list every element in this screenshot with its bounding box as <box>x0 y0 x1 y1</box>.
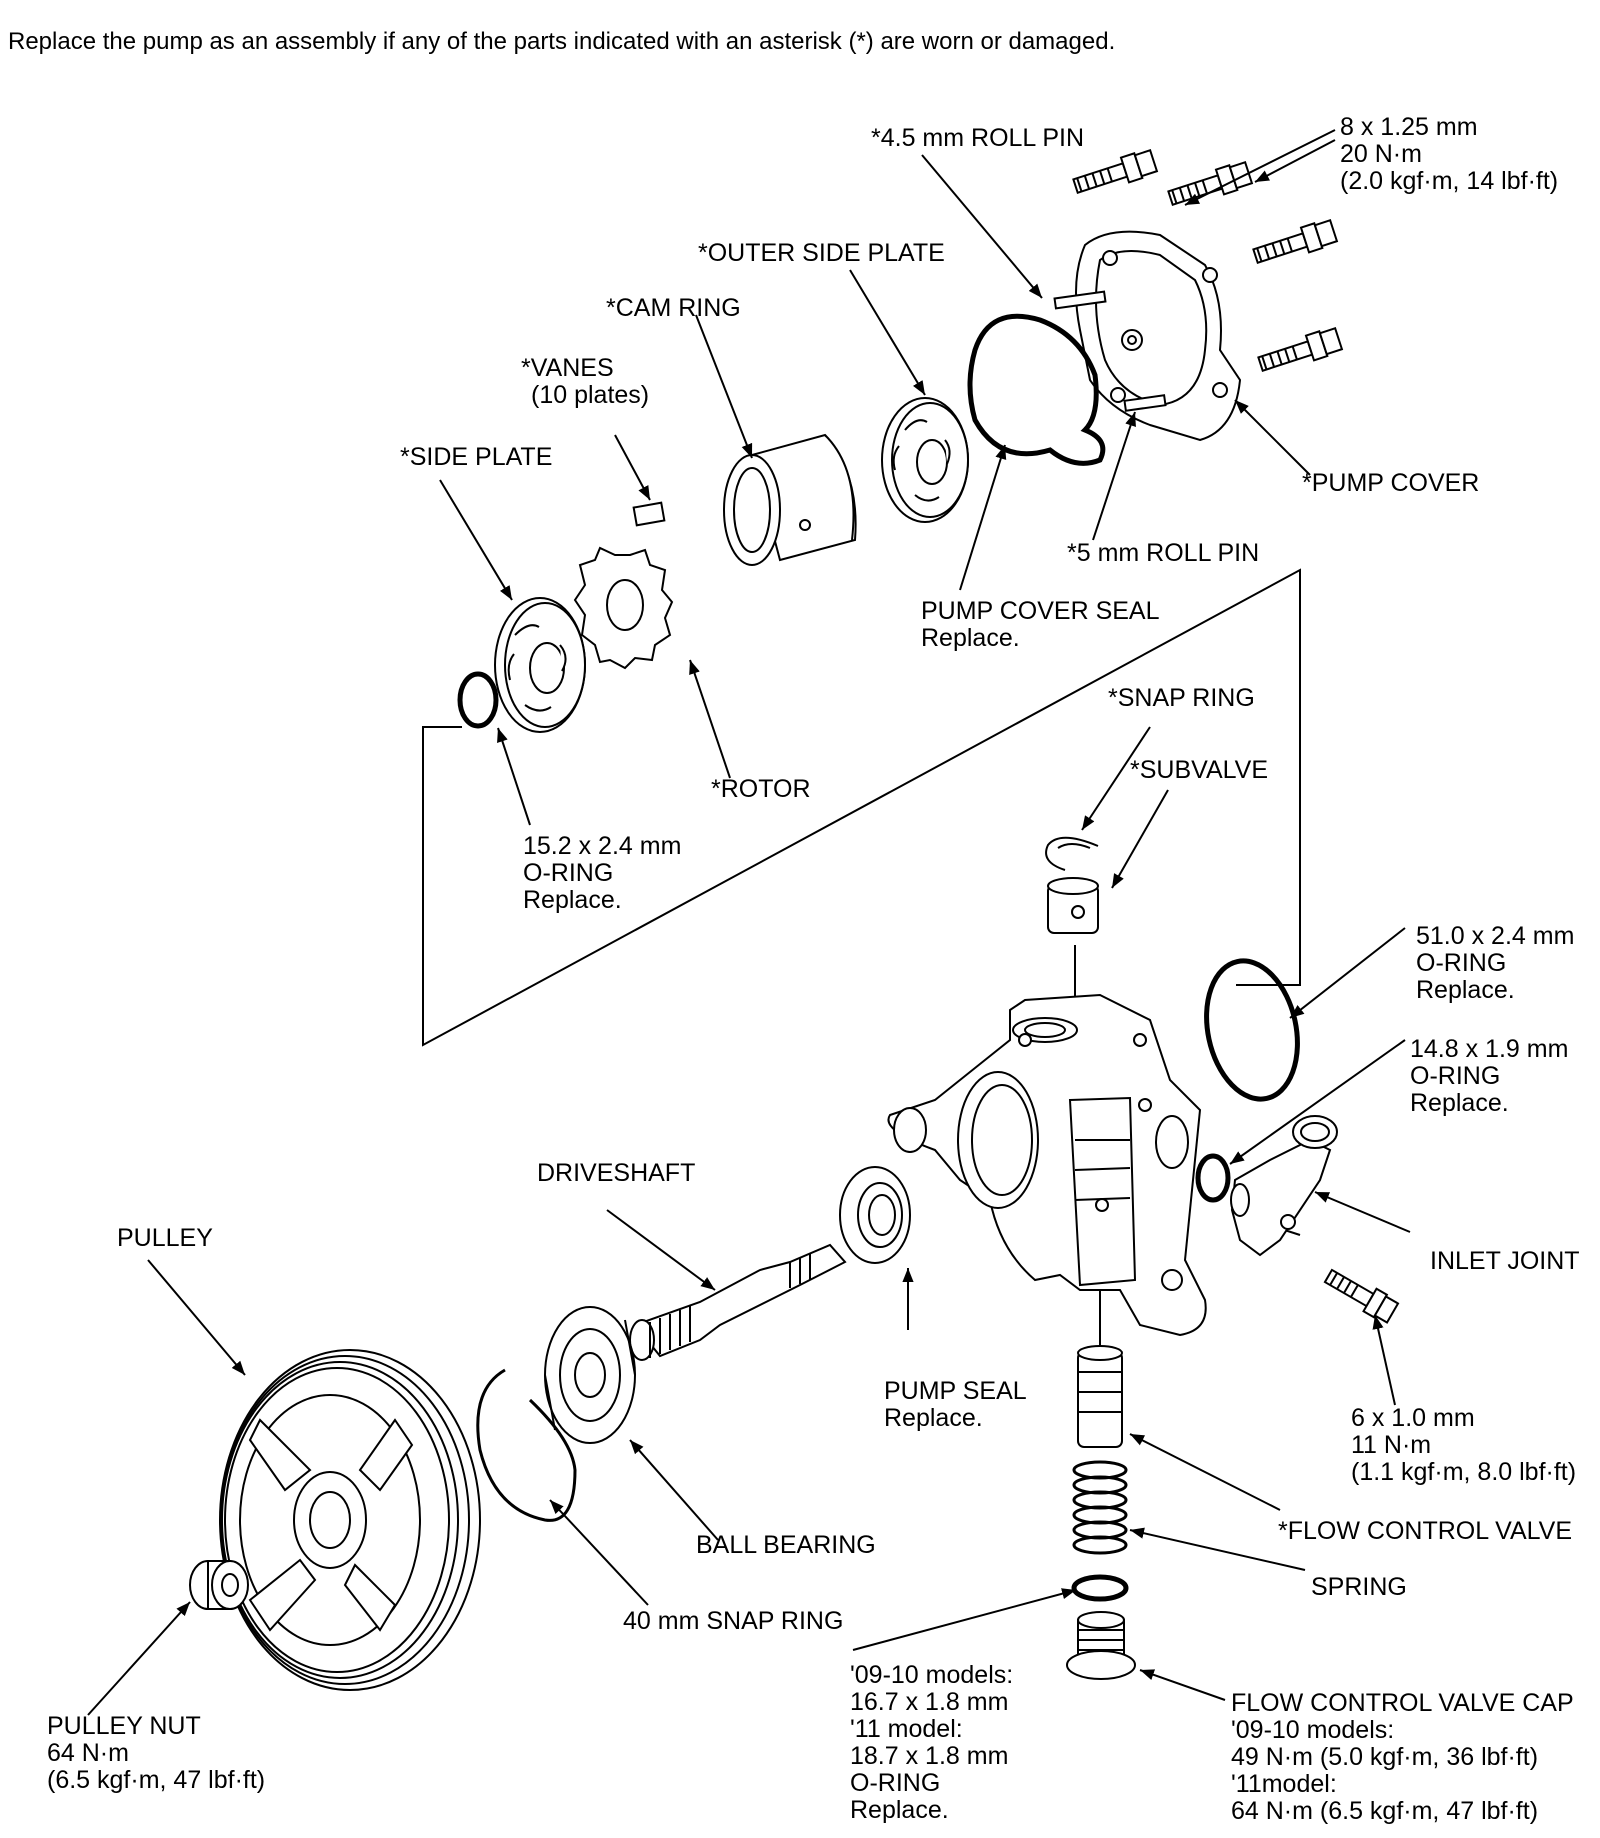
label-subvalve: *SUBVALVE <box>1130 756 1269 784</box>
label-fcv-cap-line-1: FLOW CONTROL VALVE CAP <box>1231 1689 1574 1717</box>
label-oring-51-0-line-1: 51.0 x 2.4 mm <box>1416 922 1575 950</box>
label-pump-cover-seal-line-1: PUMP COVER SEAL <box>921 597 1160 625</box>
snap-ring-40 <box>476 1368 577 1522</box>
label-bolt-8: 8 x 1.25 mm 20 N·m (2.0 kgf·m, 14 lbf·ft… <box>1340 114 1558 195</box>
label-side-plate: *SIDE PLATE <box>400 443 553 471</box>
label-bolt-8-line-1: 8 x 1.25 mm <box>1340 113 1478 141</box>
label-pulley: PULLEY <box>117 1224 213 1252</box>
label-pump-cover-seal-line-2: Replace. <box>921 624 1020 652</box>
label-fcv-oring-line-1: '09-10 models: <box>850 1661 1014 1689</box>
header-note: Replace the pump as an assembly if any o… <box>8 28 1116 55</box>
subvalve <box>1047 877 1099 934</box>
label-oring-15-2-line-2: O-RING <box>523 859 614 887</box>
ball-bearing <box>544 1306 636 1444</box>
label-vanes: *VANES (10 plates) <box>521 355 649 409</box>
side-plate <box>494 597 586 733</box>
oring-14-8 <box>1195 1153 1231 1203</box>
label-pump-seal-line-2: Replace. <box>884 1404 983 1432</box>
label-spring: SPRING <box>1311 1573 1407 1601</box>
pulley <box>219 1349 481 1691</box>
label-oring-14-8-line-2: O-RING <box>1410 1062 1501 1090</box>
label-flow-control-valve: *FLOW CONTROL VALVE <box>1278 1517 1573 1545</box>
pump-seal <box>839 1166 911 1264</box>
rotor <box>573 546 674 670</box>
label-pulley-nut-line-2: 64 N·m <box>47 1739 129 1767</box>
label-fcv-cap-line-3: 49 N·m (5.0 kgf·m, 36 lbf·ft) <box>1231 1743 1539 1771</box>
pump-cover-seal <box>967 313 1106 466</box>
inlet-joint <box>1230 1115 1338 1257</box>
cam-ring <box>723 433 857 566</box>
label-oring-15-2-line-3: Replace. <box>523 886 622 914</box>
label-fcv-oring-line-6: Replace. <box>850 1796 949 1824</box>
label-fcv-oring: '09-10 models: 16.7 x 1.8 mm '11 model: … <box>850 1662 1013 1824</box>
label-bolt-6-line-2: 11 N·m <box>1351 1431 1432 1459</box>
label-oring-51-0: 51.0 x 2.4 mm O-RING Replace. <box>1416 923 1574 1004</box>
label-fcv-oring-line-4: 18.7 x 1.8 mm <box>850 1742 1009 1770</box>
label-pulley-nut-line-1: PULLEY NUT <box>47 1712 201 1740</box>
label-oring-15-2: 15.2 x 2.4 mm O-RING Replace. <box>523 833 681 914</box>
label-pump-cover: *PUMP COVER <box>1302 469 1480 497</box>
spring <box>1072 1460 1128 1555</box>
label-pump-cover-seal: PUMP COVER SEAL Replace. <box>921 598 1160 652</box>
label-oring-14-8-line-3: Replace. <box>1410 1089 1509 1117</box>
snap-ring-small <box>1045 836 1099 871</box>
label-oring-14-8-line-1: 14.8 x 1.9 mm <box>1410 1035 1569 1063</box>
label-roll-pin-5: *5 mm ROLL PIN <box>1067 539 1260 567</box>
label-cam-ring: *CAM RING <box>606 294 741 322</box>
outer-side-plate <box>881 397 969 523</box>
label-bolt-8-line-2: 20 N·m <box>1340 140 1422 168</box>
oring-51-0 <box>1204 958 1300 1102</box>
label-fcv-cap-line-5: 64 N·m (6.5 kgf·m, 47 lbf·ft) <box>1231 1797 1539 1825</box>
label-driveshaft: DRIVESHAFT <box>537 1159 696 1187</box>
label-pulley-nut-line-3: (6.5 kgf·m, 47 lbf·ft) <box>47 1766 266 1794</box>
label-bolt-6: 6 x 1.0 mm 11 N·m (1.1 kgf·m, 8.0 lbf·ft… <box>1351 1405 1576 1486</box>
label-oring-51-0-line-3: Replace. <box>1416 976 1515 1004</box>
label-inlet-joint: INLET JOINT <box>1430 1247 1580 1275</box>
label-oring-15-2-line-1: 15.2 x 2.4 mm <box>523 832 682 860</box>
label-oring-51-0-line-2: O-RING <box>1416 949 1507 977</box>
pulley-nut <box>189 1560 249 1610</box>
label-snap-ring: *SNAP RING <box>1108 684 1255 712</box>
label-pump-seal: PUMP SEAL Replace. <box>884 1378 1027 1432</box>
label-fcv-cap-line-4: '11model: <box>1231 1770 1337 1798</box>
label-pulley-nut: PULLEY NUT 64 N·m (6.5 kgf·m, 47 lbf·ft) <box>47 1713 265 1794</box>
label-snap-ring-40: 40 mm SNAP RING <box>623 1607 844 1635</box>
label-ball-bearing: BALL BEARING <box>696 1531 876 1559</box>
label-fcv-oring-line-3: '11 model: <box>850 1715 963 1743</box>
fcv-oring <box>1071 1574 1129 1602</box>
oring-15-2 <box>457 671 499 729</box>
pump-body <box>887 993 1207 1337</box>
label-fcv-cap: FLOW CONTROL VALVE CAP '09-10 models: 49… <box>1231 1690 1574 1825</box>
label-bolt-6-line-1: 6 x 1.0 mm <box>1351 1404 1475 1432</box>
label-bolt-6-line-3: (1.1 kgf·m, 8.0 lbf·ft) <box>1351 1458 1577 1486</box>
label-fcv-oring-line-5: O-RING <box>850 1769 941 1797</box>
driveshaft <box>629 1243 847 1361</box>
flow-control-valve <box>1077 1345 1123 1448</box>
label-outer-side-plate: *OUTER SIDE PLATE <box>698 239 945 267</box>
label-pump-seal-line-1: PUMP SEAL <box>884 1377 1027 1405</box>
inlet-bolt <box>1323 1268 1400 1324</box>
label-fcv-oring-line-2: 16.7 x 1.8 mm <box>850 1688 1009 1716</box>
vanes <box>632 501 666 527</box>
label-bolt-8-line-3: (2.0 kgf·m, 14 lbf·ft) <box>1340 167 1559 195</box>
leader-arrows <box>87 129 1411 1716</box>
label-vanes-line-2: (10 plates) <box>531 381 650 409</box>
label-rotor: *ROTOR <box>711 775 811 803</box>
label-roll-pin-4-5: *4.5 mm ROLL PIN <box>871 124 1085 152</box>
label-fcv-cap-line-2: '09-10 models: <box>1231 1716 1395 1744</box>
fcv-cap <box>1066 1611 1136 1680</box>
pump-cover-bolts <box>1072 149 1344 372</box>
label-vanes-line-1: *VANES <box>521 354 614 382</box>
label-oring-14-8: 14.8 x 1.9 mm O-RING Replace. <box>1410 1036 1568 1117</box>
pump-cover <box>1053 230 1242 442</box>
